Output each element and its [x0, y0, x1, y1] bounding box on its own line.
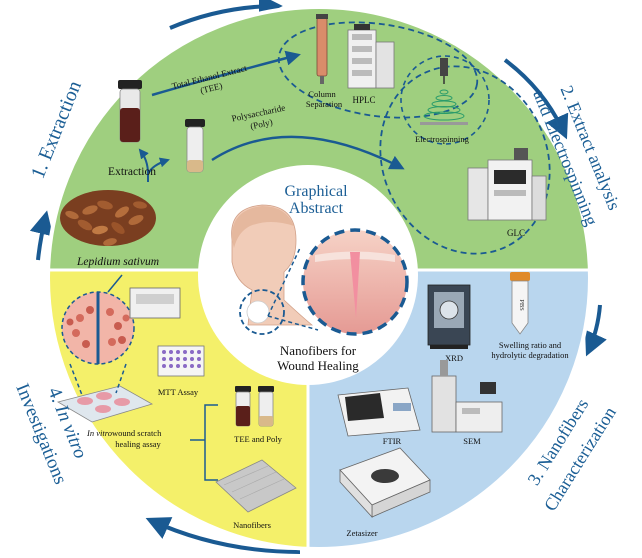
lepidium-label: Lepidium sativum	[76, 256, 159, 268]
center-title-line2: Abstract	[289, 200, 344, 217]
vial-icon	[118, 80, 142, 143]
cycle-arrow-bottom	[145, 517, 301, 554]
vial-icon	[258, 386, 274, 427]
extraction-branch-arrow	[138, 148, 149, 175]
sem-icon	[431, 360, 503, 433]
petri-dish-icon	[56, 385, 154, 423]
nanofiber-mat-icon	[215, 459, 297, 513]
swelling-label-line1: Swelling ratio and	[499, 340, 562, 350]
column-icon	[316, 14, 328, 84]
cycle-arrow-top	[169, 0, 283, 30]
glc-label: GLC	[507, 228, 525, 238]
outer-ring	[46, 5, 592, 551]
xrd-label: XRD	[445, 353, 463, 363]
ftir-label: FTIR	[383, 436, 402, 446]
reader-icon	[129, 287, 181, 319]
ftir-icon	[337, 387, 421, 437]
electrospinning-dashed-circle	[400, 55, 490, 145]
scratch-label-line1-b: wound scratch	[112, 428, 162, 438]
seeds-icon	[60, 190, 156, 246]
cycle-arrow-left	[29, 210, 54, 261]
vial-icon	[185, 119, 205, 173]
hplc-label: HPLC	[352, 95, 375, 105]
cells-pattern	[66, 306, 130, 348]
cycle-arrow-right-bottom	[585, 304, 607, 357]
glc-icon	[467, 148, 547, 221]
zetasizer-icon	[339, 447, 431, 519]
column-label-line2: Separation	[306, 99, 343, 109]
center-circle: Graphical Abstract Nanofibers for Wound …	[198, 165, 418, 385]
swelling-label-line2: hydrolytic degradation	[491, 350, 569, 360]
vial-icon	[235, 386, 251, 427]
electrospinning-dashed-ellipse	[379, 65, 551, 255]
cycle-arrow-right-top	[503, 58, 569, 140]
poly-arrow	[211, 135, 405, 170]
electrospinning-label: Electrospinning	[415, 134, 470, 144]
pbs-tube-icon	[510, 272, 530, 335]
center-subtitle-line2: Wound Healing	[277, 358, 359, 373]
scratch-label-line1-a: In vitro	[86, 428, 112, 438]
extraction-label: Extraction	[108, 166, 156, 178]
bracket	[190, 404, 218, 481]
scratch-label-line2: healing assay	[115, 439, 161, 449]
nanofibers-label: Nanofibers	[233, 520, 271, 530]
hplc-icon	[347, 24, 395, 89]
analysis-dashed-ellipse	[277, 21, 479, 119]
center-title-line1: Graphical	[284, 183, 348, 200]
center-subtitle-line1: Nanofibers for	[280, 343, 357, 358]
column-label-line1: Column	[308, 89, 336, 99]
sem-label: SEM	[463, 436, 481, 446]
poly-label-line2: (Poly)	[249, 117, 273, 131]
xrd-icon	[427, 284, 471, 349]
electrospinning-icon	[420, 58, 468, 125]
pbs-label: PBS	[518, 299, 525, 311]
well-plate-icon	[157, 345, 205, 377]
head-icon	[231, 204, 314, 326]
tee-poly-label: TEE and Poly	[234, 434, 282, 444]
zetasizer-label: Zetasizer	[346, 528, 377, 538]
skin-icon	[301, 228, 409, 336]
mtt-label: MTT Assay	[158, 387, 199, 397]
cycle-arrows	[29, 0, 607, 554]
